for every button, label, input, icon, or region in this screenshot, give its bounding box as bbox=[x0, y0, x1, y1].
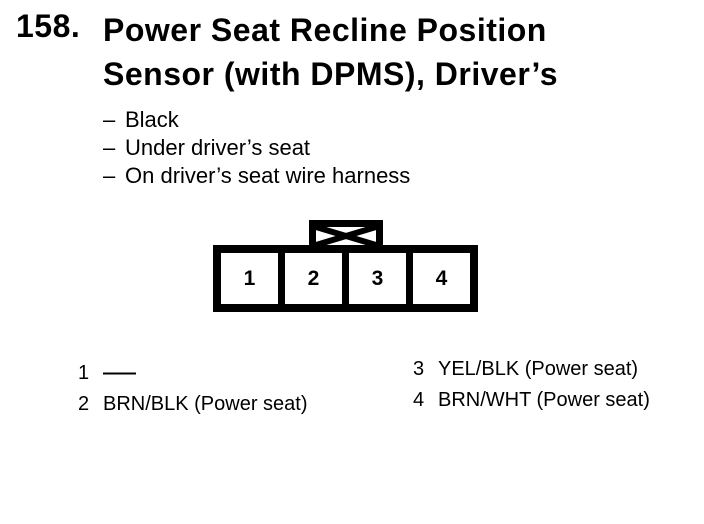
note-harness: –On driver’s seat wire harness bbox=[103, 162, 410, 190]
title-line-1: Power Seat Recline Position bbox=[103, 12, 547, 48]
connector-pin-2: 2 bbox=[285, 253, 349, 304]
legend-row-pin-1: 1 —— bbox=[78, 358, 308, 389]
note-text: On driver’s seat wire harness bbox=[125, 163, 411, 188]
item-number: 158. bbox=[16, 8, 81, 44]
legend-wire-label: YEL/BLK (Power seat) bbox=[438, 358, 639, 380]
legend-wire-label: BRN/BLK (Power seat) bbox=[103, 393, 308, 415]
legend-wire-label: BRN/WHT (Power seat) bbox=[438, 389, 650, 411]
connector-pin-3: 3 bbox=[349, 253, 413, 304]
connector-pin-4: 4 bbox=[435, 266, 448, 290]
legend-pin-number: 3 bbox=[413, 358, 425, 380]
legend-left-column: 1 —— 2 BRN/BLK (Power seat) bbox=[78, 358, 308, 420]
legend-row-pin-3: 3 YEL/BLK (Power seat) bbox=[413, 354, 650, 385]
legend-row-pin-4: 4 BRN/WHT (Power seat) bbox=[413, 385, 650, 416]
location-notes: –Black –Under driver’s seat –On driver’s… bbox=[103, 106, 410, 190]
note-connector-color: –Black bbox=[103, 106, 410, 134]
note-text: Under driver’s seat bbox=[125, 135, 311, 160]
dash-bullet: – bbox=[103, 135, 116, 160]
dash-bullet: – bbox=[103, 163, 116, 188]
title-line-2: Sensor (with DPMS), Driver’s bbox=[103, 56, 558, 92]
legend-pin-number: 4 bbox=[413, 389, 425, 411]
note-text: Black bbox=[125, 107, 179, 132]
no-wire-dash: —— bbox=[103, 362, 136, 384]
x-mark-icon bbox=[316, 227, 376, 245]
legend-row-pin-2: 2 BRN/BLK (Power seat) bbox=[78, 389, 308, 420]
legend-pin-number: 1 bbox=[78, 362, 90, 384]
page-title: Power Seat Recline Position Sensor (with… bbox=[103, 8, 558, 96]
note-location: –Under driver’s seat bbox=[103, 134, 410, 162]
connector-diagram: 1 2 3 4 bbox=[213, 245, 478, 312]
dash-bullet: – bbox=[103, 107, 116, 132]
legend-pin-number: 2 bbox=[78, 393, 90, 415]
connector-pin-1: 1 bbox=[221, 253, 285, 304]
legend-right-column: 3 YEL/BLK (Power seat) 4 BRN/WHT (Power se… bbox=[413, 354, 650, 416]
